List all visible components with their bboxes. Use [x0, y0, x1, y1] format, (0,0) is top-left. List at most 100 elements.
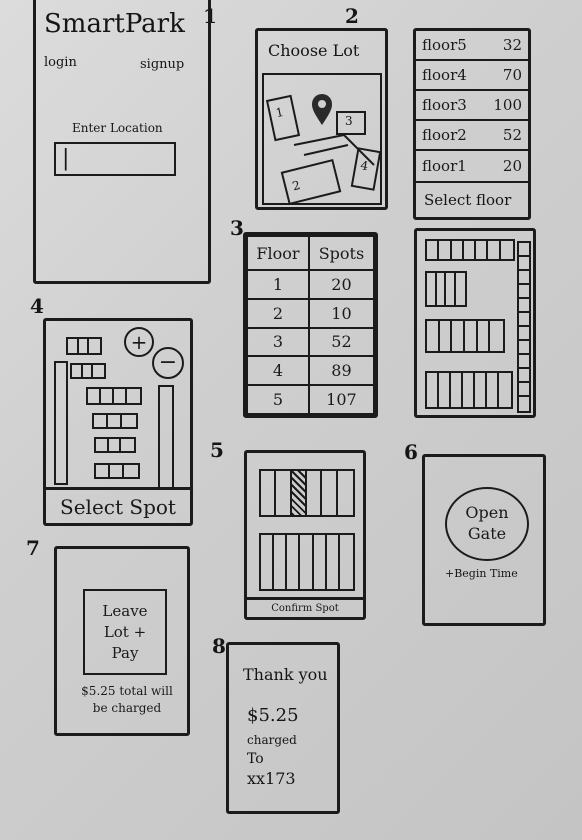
layout-side-slot	[519, 299, 529, 313]
layout-side-slot	[519, 285, 529, 299]
layout-side-slot	[519, 341, 529, 355]
screen-4-frame: + − Select Spot	[43, 318, 193, 526]
thank-you-heading: Thank you	[243, 665, 328, 684]
table-cell: 10	[307, 297, 376, 329]
zoom-in-icon: +	[130, 330, 148, 354]
location-label: Enter Location	[72, 121, 163, 135]
layout-block-a	[425, 271, 467, 307]
map-block-1	[66, 337, 102, 355]
layout-side-slot	[519, 243, 529, 257]
floor-row-label: floor1	[422, 157, 467, 175]
map-block-4	[92, 413, 138, 429]
spot[interactable]	[338, 471, 353, 515]
spot[interactable]	[276, 471, 292, 515]
screen-8-frame: Thank you $5.25 charged To xx173	[226, 642, 340, 814]
zoom-out-button[interactable]: −	[152, 347, 184, 379]
screen-number-7: 7	[26, 536, 40, 560]
map-pin-icon	[312, 94, 332, 125]
floor-row-label: floor4	[422, 66, 467, 84]
screen-number-6: 6	[404, 440, 418, 464]
table-cell: 2	[246, 297, 310, 329]
select-floor-button[interactable]: Select floor	[424, 191, 512, 209]
login-link[interactable]: login	[44, 55, 77, 70]
location-input[interactable]: |	[54, 142, 176, 176]
screen-number-4: 4	[30, 294, 44, 318]
screen-number-5: 5	[210, 438, 224, 462]
screen-number-8: 8	[212, 634, 226, 658]
layout-side-slot	[519, 355, 529, 369]
card-number: xx173	[247, 769, 296, 788]
layout-side-slot	[519, 257, 529, 271]
spot[interactable]	[322, 471, 338, 515]
floor-row-1[interactable]: floor1 20	[416, 151, 528, 183]
map-block-6	[94, 463, 140, 479]
layout-side-slot	[519, 271, 529, 285]
zoom-out-icon: −	[158, 350, 178, 375]
floor-row-label: floor5	[422, 36, 467, 54]
floor-row-5[interactable]: floor5 32	[416, 31, 528, 61]
screen-number-3: 3	[230, 216, 244, 240]
table-cell: 89	[307, 355, 376, 387]
spot-row-bottom[interactable]	[259, 533, 355, 591]
layout-side-slot	[519, 397, 529, 411]
floor-row-4[interactable]: floor4 70	[416, 61, 528, 91]
floor-row-spots: 70	[502, 66, 522, 84]
select-spot-label: Select Spot	[60, 494, 176, 519]
zoom-in-button[interactable]: +	[124, 327, 154, 357]
spot-row-top[interactable]	[259, 469, 355, 517]
table-cell: 1	[246, 269, 310, 300]
map-block-2	[70, 363, 106, 379]
col-spots-header: Spots	[307, 235, 376, 271]
selected-spot[interactable]	[291, 471, 307, 515]
leave-pay-label: Leave Lot + Pay	[102, 601, 148, 662]
table-cell: 52	[307, 326, 376, 358]
open-gate-button[interactable]: Open Gate	[445, 487, 529, 561]
screen-number-2: 2	[345, 4, 359, 28]
leave-pay-button[interactable]: Leave Lot + Pay	[83, 589, 167, 675]
floor-row-spots: 52	[502, 126, 522, 144]
charge-note: $5.25 total will be charged	[81, 684, 173, 715]
confirm-spot-button[interactable]: Confirm Spot	[247, 597, 363, 617]
charged-amount: $5.25	[247, 705, 299, 726]
lot-3-label: 3	[345, 114, 353, 128]
screen-2-frame: Choose Lot 1 3 2 4	[255, 28, 388, 210]
table-cell: 5	[246, 384, 310, 415]
signup-link[interactable]: signup	[140, 57, 185, 72]
road-lines	[293, 133, 375, 166]
charged-label: charged	[247, 733, 297, 747]
screen-7-frame: Leave Lot + Pay $5.25 total will be char…	[54, 546, 190, 736]
spot[interactable]	[307, 471, 323, 515]
screen-5-frame: Confirm Spot	[244, 450, 366, 620]
map-right-column	[158, 385, 174, 489]
floor-row-spots: 20	[502, 157, 522, 175]
layout-side-column	[517, 241, 531, 413]
choose-lot-title: Choose Lot	[268, 41, 360, 60]
screen-1-frame: SmartPark login signup Enter Location |	[33, 0, 211, 284]
layout-side-slot	[519, 369, 529, 383]
select-spot-button[interactable]: Select Spot	[46, 487, 190, 523]
spot[interactable]	[261, 471, 277, 515]
floor-row-spots: 32	[502, 36, 522, 54]
table-cell: 20	[307, 269, 376, 300]
lot-3[interactable]: 3	[336, 111, 366, 135]
layout-side-slot	[519, 383, 529, 397]
floor-layout-frame	[414, 228, 536, 418]
screen-6-frame: Open Gate +Begin Time	[422, 454, 546, 626]
layout-block-b	[425, 319, 505, 353]
map-left-column	[54, 361, 68, 485]
table-cell: 107	[307, 384, 376, 415]
lot-map[interactable]: 1 3 2 4	[262, 73, 382, 206]
to-label: To	[247, 751, 264, 767]
map-block-5	[94, 437, 136, 453]
table-cell: 4	[246, 355, 310, 387]
